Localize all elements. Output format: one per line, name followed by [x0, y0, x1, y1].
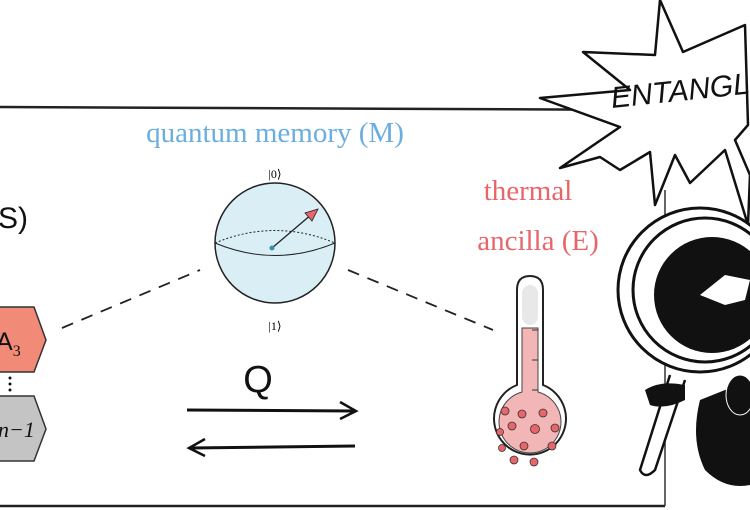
- arrow-right: [186, 400, 359, 421]
- svg-text:A3: A3: [0, 328, 21, 360]
- thermometer-icon: [493, 274, 567, 467]
- frame-top: [0, 105, 666, 112]
- ellipsis-dots: [8, 376, 12, 392]
- arrow-left: [186, 437, 356, 458]
- connector-system-memory: [61, 269, 201, 329]
- bloch-sphere: |0⟩ |1⟩: [214, 167, 336, 333]
- magnifying-glass-character: [616, 206, 750, 486]
- ket1-label: |1⟩: [268, 319, 281, 333]
- ancilla-label-line1: thermal: [484, 175, 573, 207]
- heat-q-label: Q: [243, 359, 273, 401]
- memory-label: quantum memory (M): [146, 117, 404, 149]
- connector-memory-ancilla: [347, 269, 494, 331]
- qubit-n-minus-1: n−1: [0, 395, 47, 462]
- qubit-a3: A3: [0, 306, 47, 373]
- system-label: S): [0, 202, 28, 235]
- entangle-burst: ENTANGLE: [538, 0, 750, 227]
- svg-text:n−1: n−1: [0, 417, 35, 442]
- ket0-label: |0⟩: [268, 167, 281, 181]
- ancilla-label-line2: ancilla (E): [477, 225, 599, 257]
